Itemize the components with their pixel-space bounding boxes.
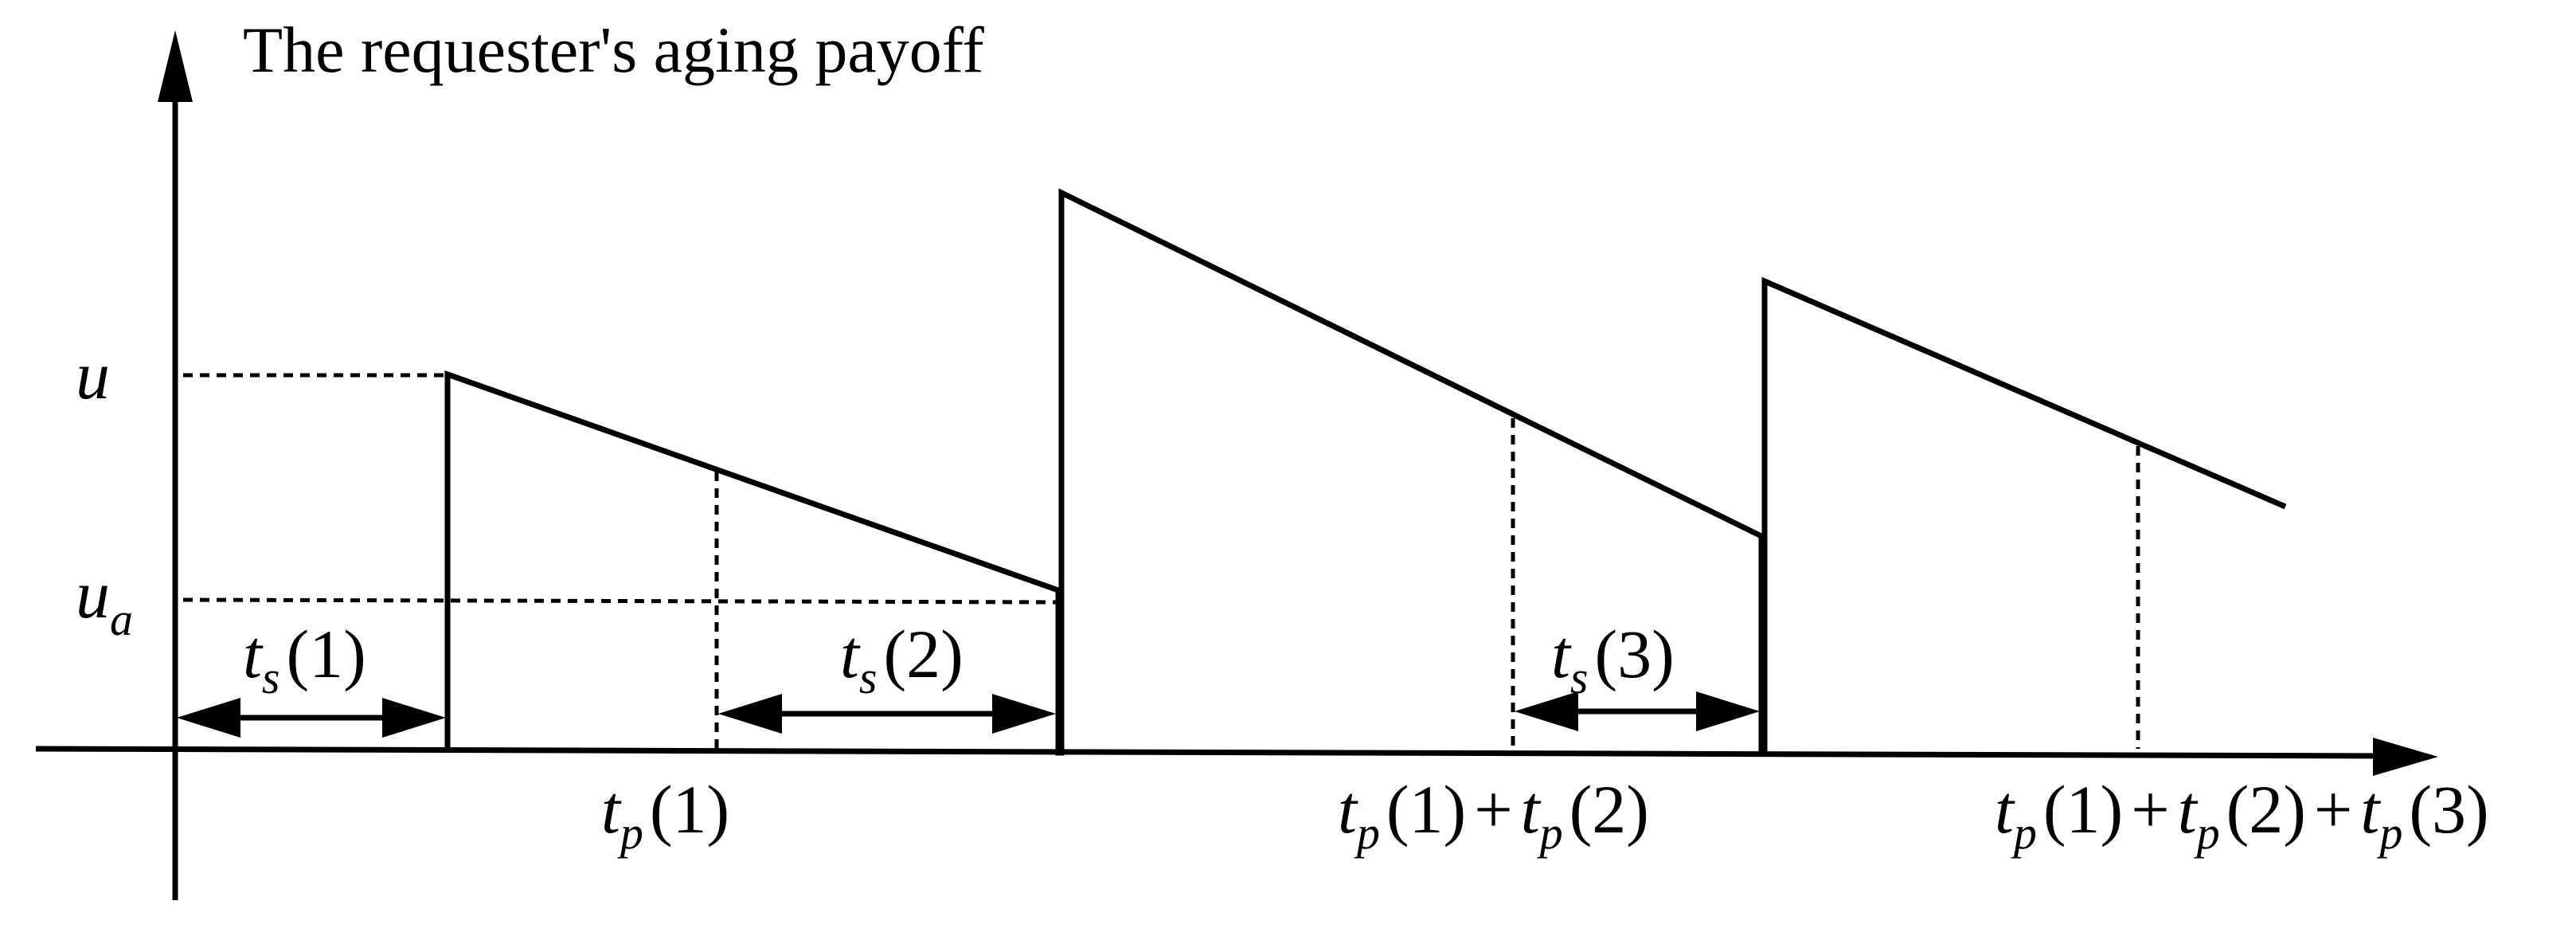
ua-reference-line [182,597,1058,605]
label-ua: ua [76,556,133,645]
ts1-label: ts(1) [243,616,366,703]
payoff-sawtooth-curve [444,188,2287,756]
ts3-arrow-right [1696,691,1760,731]
ts1-arrow-right [382,698,446,738]
tp123-label: tp(1)+tp(2)+tp(3) [1995,771,2489,859]
ts2-label: ts(2) [840,616,964,703]
tp12-label: tp(1)+tp(2) [1338,771,1649,859]
ts3-arrow-left [1515,691,1578,731]
tp1-label: tp(1) [601,771,729,859]
x-axis [35,746,2390,759]
y-axis-arrow [158,30,193,102]
x-axis-arrow [2373,738,2438,776]
ts1-arrow-left [177,698,240,738]
label-u: u [76,337,110,413]
ts2-arrow-left [718,694,782,734]
ts3-label: ts(3) [1551,616,1675,703]
ts2-arrow-right [992,694,1056,734]
y-axis-title: The requester's aging payoff [243,14,985,86]
